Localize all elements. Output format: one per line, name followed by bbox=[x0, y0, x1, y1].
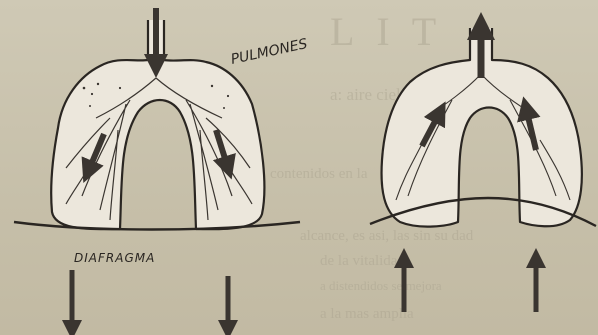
bleed-text-3: contenidos en la bbox=[270, 166, 368, 182]
bleed-text-7: a la mas amplia bbox=[320, 306, 414, 322]
bleed-text-1: LIT bbox=[330, 9, 458, 54]
bleed-text-4: alcance, es asi, las sin su dad bbox=[300, 228, 474, 244]
inhalation-panel: PULMONES DIAFRAGMA bbox=[14, 8, 309, 330]
exhalation-panel bbox=[370, 26, 596, 312]
lungs-label: PULMONES bbox=[230, 36, 310, 68]
left-diaphragm bbox=[14, 222, 300, 230]
bleed-text-5: de la vitalidad bbox=[320, 253, 405, 269]
bleed-text-6: a distendidos se mejora bbox=[320, 278, 442, 293]
diaphragm-label: DIAFRAGMA bbox=[74, 251, 155, 265]
